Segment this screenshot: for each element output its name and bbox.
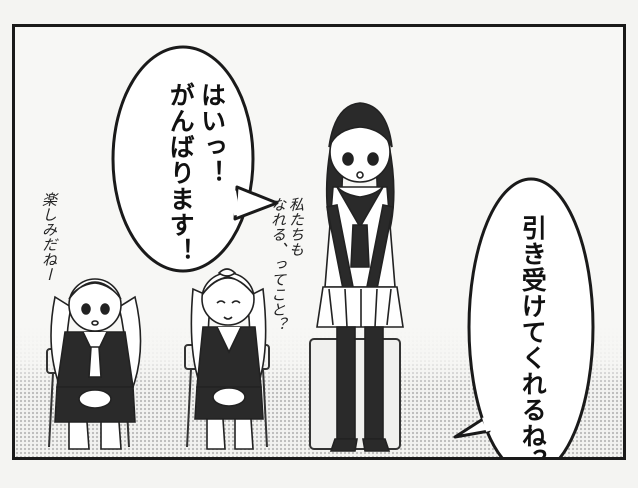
handwritten-aside-left: 楽しみだねー (40, 192, 58, 282)
girl-standing (316, 102, 404, 452)
handwritten-aside-middle: 私たちも なれる、ってこと？ (269, 197, 305, 332)
speech-bubble-left-text: はいっ！ がんばります！ (166, 82, 227, 264)
girl-left (50, 278, 142, 450)
speech-bubble-left (111, 45, 279, 273)
girl-middle (190, 268, 267, 450)
panel-scene (15, 45, 623, 457)
speech-bubble-right-text: 引き受けてくれるね？ (518, 215, 548, 460)
comic-panel: はいっ！ がんばります！ 引き受けてくれるね？ 楽しみだねー 私たちも なれる、… (12, 24, 626, 460)
speech-bubble-right (453, 177, 595, 457)
